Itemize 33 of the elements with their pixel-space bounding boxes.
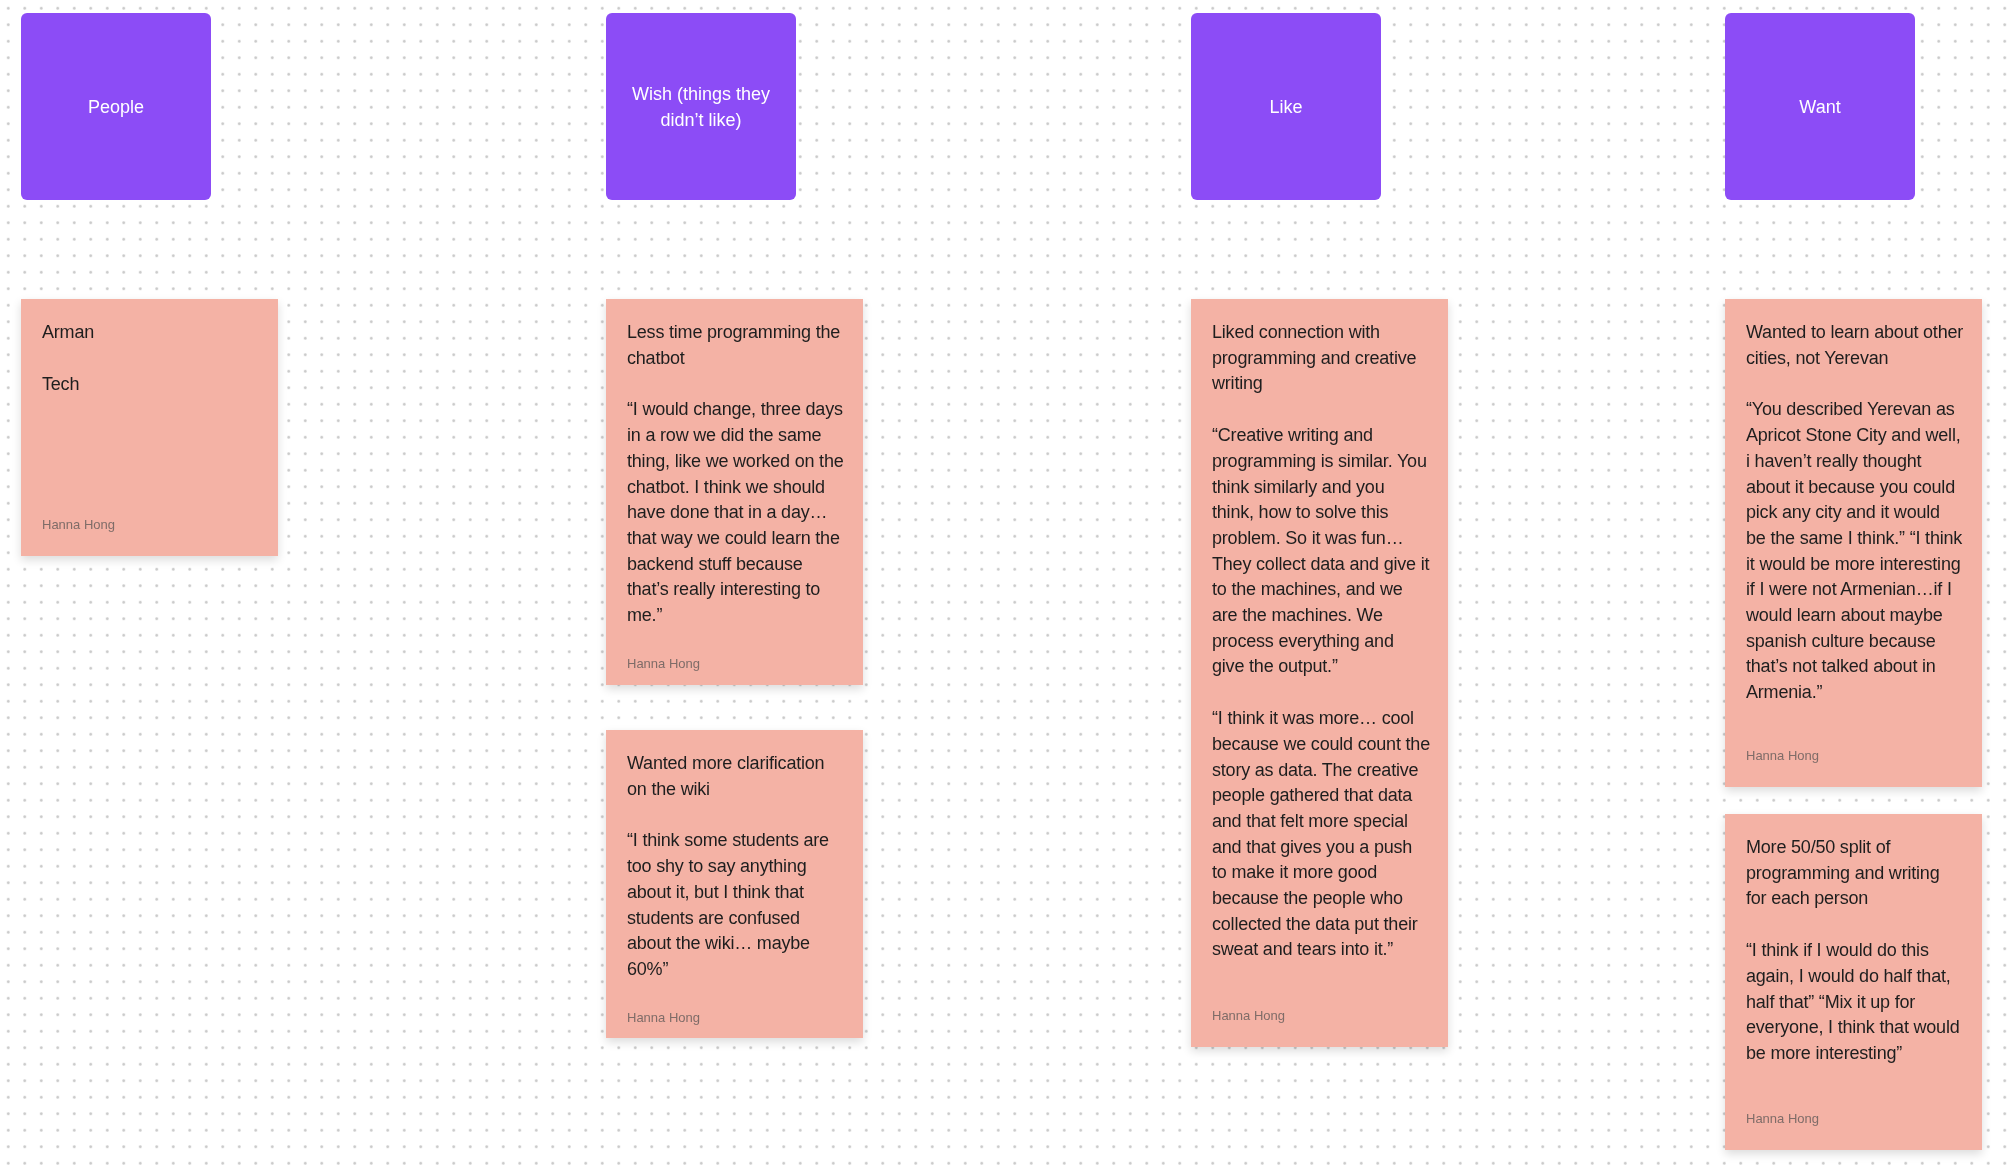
author-name: Hanna Hong: [42, 516, 116, 534]
note-quote: “I think it was more… cool because we could count the story as data. The creative people gathered that data and that felt more special and that gives you a push to make it more good because the people who collected the data put their sweat and tears into it.”: [1212, 707, 1430, 962]
category-header: [21, 13, 211, 200]
note-quote: Tech: [42, 372, 81, 396]
note-quote: “I think if I would do this again, I would do half that, half that” “Mix it up for everyone, I think that would be more interesting”: [1746, 939, 1961, 1065]
note-heading: Arman: [42, 321, 96, 344]
note-quote: “I think some students are too shy to say anything about it, but I think that students are confused about the wiki… maybe 60%”: [627, 829, 830, 981]
sticky-note: [21, 299, 278, 556]
sticky-note: [606, 730, 863, 1038]
author-name: Hanna Hong: [1212, 1007, 1286, 1025]
note-heading: Liked connection with programming and creative writing: [1212, 321, 1418, 396]
sticky-note: [1725, 814, 1982, 1150]
note-heading: More 50/50 split of programming and writing for each person: [1746, 836, 1941, 911]
category-header: [1191, 13, 1381, 200]
category-header: [1725, 13, 1915, 200]
note-heading: Less time programming the chatbot: [627, 321, 842, 370]
note-quote: “I would change, three days in a row we did the same thing, like we worked on the chatbot. I think we should have done that in a day… that way we could learn the backend stuff because that’s really interesting to me.”: [627, 398, 845, 628]
note-heading: Wanted more clarification on the wiki: [627, 752, 826, 801]
note-heading: Wanted to learn about other cities, not Yerevan: [1746, 321, 1964, 370]
sticky-note: [1725, 299, 1982, 787]
author-name: Hanna Hong: [1746, 747, 1820, 765]
header-label: Wish (things they didn’t like): [630, 82, 772, 132]
header-label: Like: [1269, 95, 1303, 119]
sticky-note: [606, 299, 863, 685]
sticky-note: [1191, 299, 1448, 1047]
author-name: Hanna Hong: [1746, 1110, 1820, 1128]
category-header: [606, 13, 796, 200]
header-label: Want: [1799, 95, 1841, 119]
author-name: Hanna Hong: [627, 654, 701, 673]
note-quote: “Creative writing and programming is similar. You think similarly and you think, how to solve this problem. So it was fun… They collect data and give it to the machines, and we are the machines. We process everything and give the output.”: [1212, 424, 1430, 679]
note-quote: “You described Yerevan as Apricot Stone City and well, i haven’t really thought about it because you could pick any city and it would be the same I think.” “I think it would be more interesting if I were not Armenian…if I would learn about maybe spanish culture because that’s not talked about in Armenia.”: [1746, 398, 1964, 705]
header-label: People: [87, 95, 145, 119]
author-name: Hanna Hong: [627, 1008, 701, 1027]
